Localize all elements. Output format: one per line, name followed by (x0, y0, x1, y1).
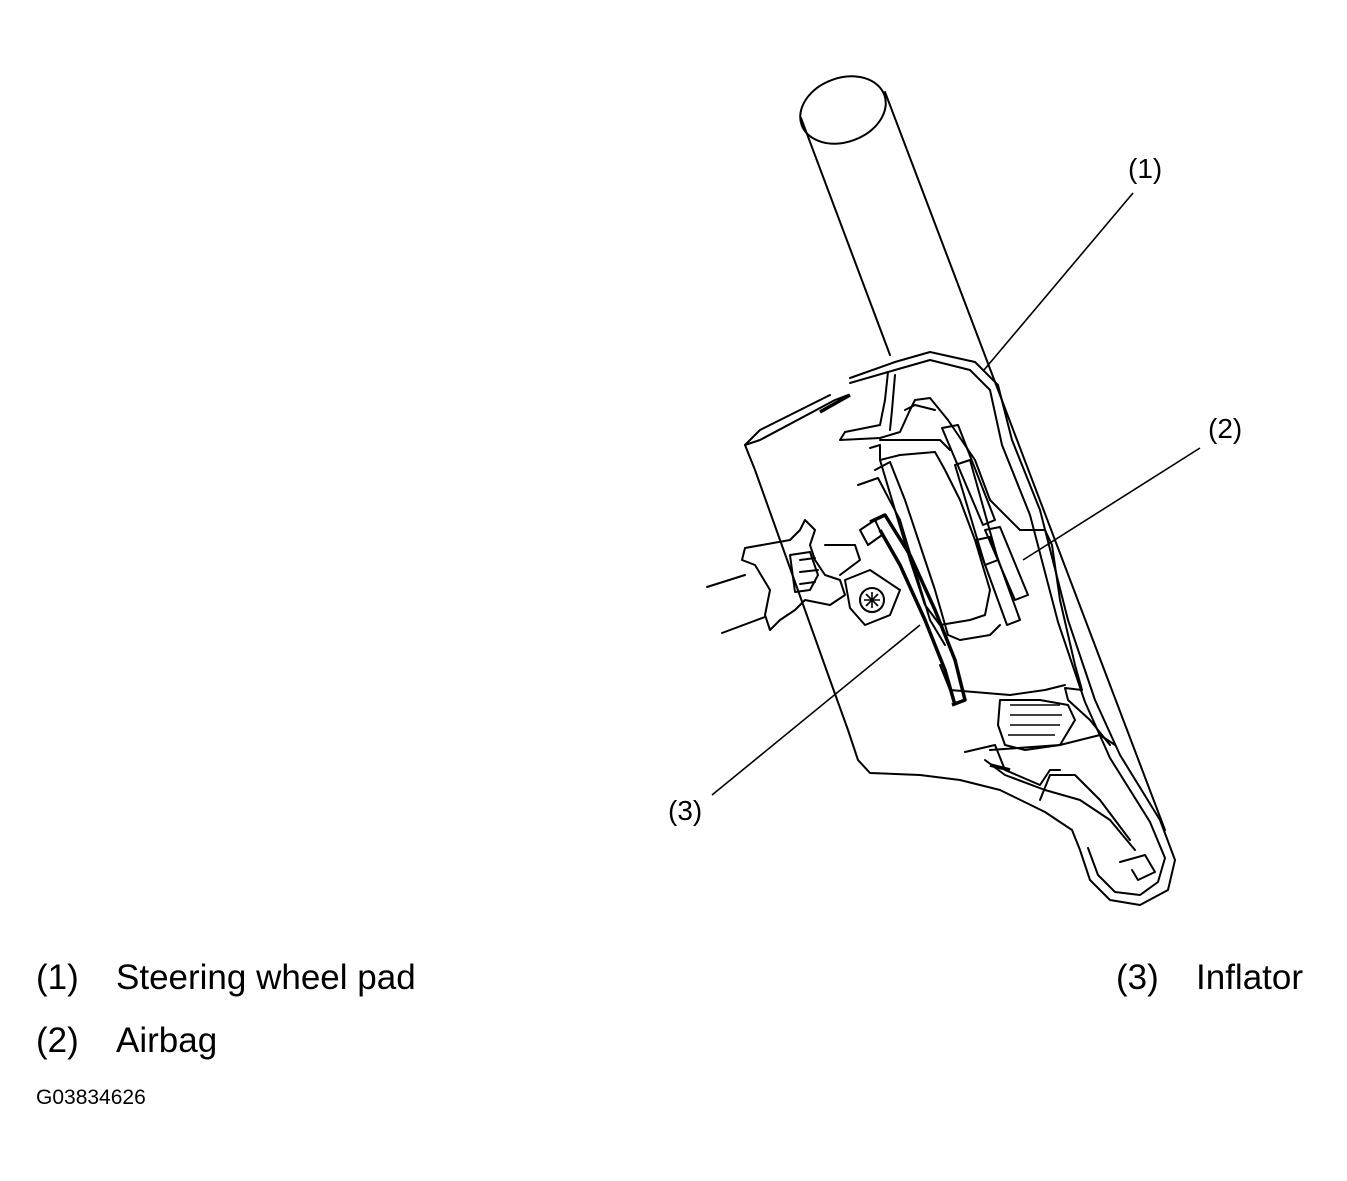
legend-number-3: (3) (1116, 958, 1159, 997)
airbag (857, 439, 1001, 646)
legend-item-1: (1) Steering wheel pad (36, 960, 416, 995)
steering-column (799, 75, 1166, 831)
callout-3: (3) (668, 795, 702, 826)
leader-lines (711, 192, 1201, 796)
legend-number-1: (1) (36, 958, 79, 997)
mounting-bracket (706, 519, 861, 634)
callout-1: (1) (1128, 153, 1162, 184)
legend-text-2: Airbag (116, 1021, 218, 1060)
legend-text-3: Inflator (1196, 958, 1303, 997)
legend-number-2: (2) (36, 1021, 79, 1060)
callout-2: (2) (1208, 413, 1242, 444)
inner-frame (839, 371, 1111, 746)
inflator (844, 513, 967, 707)
figure-id: G03834626 (36, 1086, 146, 1109)
leader-line-2 (1022, 447, 1201, 561)
lower-hardware (939, 664, 1136, 851)
leader-line-3 (711, 624, 921, 796)
legend-item-2: (2) Airbag (36, 1023, 217, 1058)
steering-wheel-pad (744, 351, 1176, 906)
legend-text-1: Steering wheel pad (116, 958, 416, 997)
legend-item-3: (3) Inflator (1116, 960, 1303, 995)
leader-line-1 (983, 192, 1134, 371)
